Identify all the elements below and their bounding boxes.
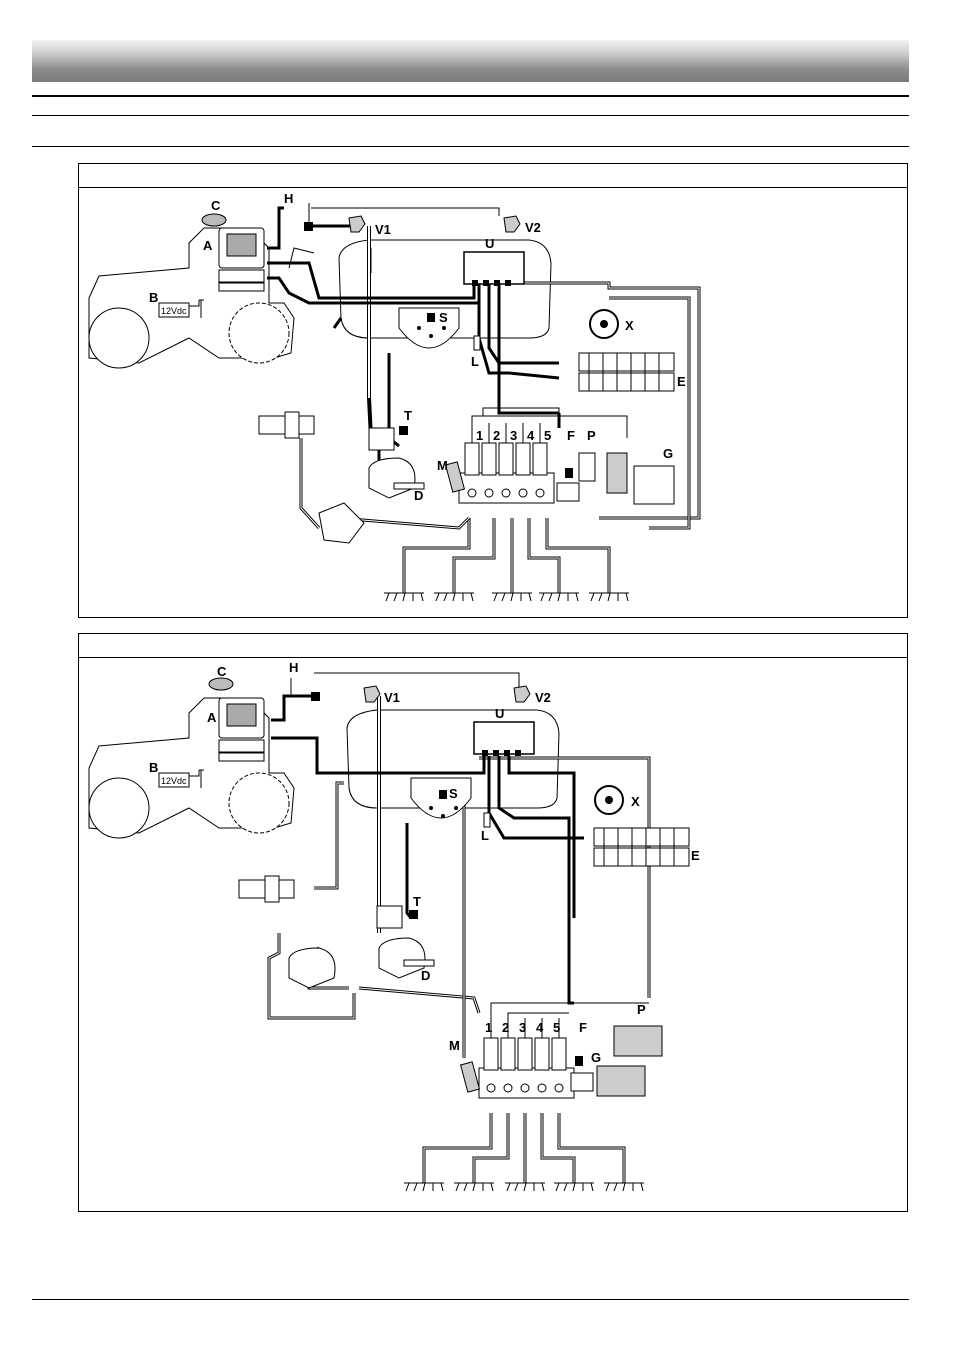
label-l: L [471, 354, 479, 369]
valve-v1-icon [363, 685, 381, 703]
flowmeter [368, 427, 395, 451]
label-a: A [207, 710, 217, 725]
label-battery: 12Vdc [161, 306, 187, 316]
label-c: C [211, 198, 221, 213]
tractor-front-wheel [228, 772, 290, 834]
label-2: 2 [502, 1020, 509, 1035]
pump-d-icon [378, 937, 426, 979]
label-t: T [413, 894, 421, 909]
main-valve-g [633, 465, 675, 505]
label-v2: V2 [525, 220, 541, 235]
label-3: 3 [519, 1020, 526, 1035]
top-rule [32, 95, 909, 97]
label-m: M [437, 458, 448, 473]
upper-rule [32, 115, 909, 116]
label-t: T [404, 408, 412, 423]
valve-v2-icon [513, 685, 531, 703]
footer-rule [32, 1299, 909, 1300]
label-m: M [449, 1038, 460, 1053]
label-s: S [439, 310, 448, 325]
label-h: H [284, 191, 293, 206]
flowmeter [376, 905, 403, 929]
label-4: 4 [536, 1020, 544, 1035]
wiring-diagram-2: C A B 12Vdc H V1 V2 U S L X E T D M 1 2 … [88, 660, 700, 1192]
valve-bank-e [593, 827, 690, 867]
label-g: G [663, 446, 673, 461]
label-v1: V1 [384, 690, 400, 705]
label-c: C [217, 664, 227, 679]
flow-unit-f [570, 1072, 594, 1092]
label-u: U [495, 706, 504, 721]
label-b: B [149, 290, 158, 305]
label-s: S [449, 786, 458, 801]
label-u: U [485, 236, 494, 251]
flow-unit-f [556, 482, 580, 502]
label-p: P [637, 1002, 646, 1017]
ecu-box [473, 721, 535, 755]
label-d: D [414, 488, 423, 503]
section-valves [458, 442, 555, 504]
label-5: 5 [544, 428, 551, 443]
label-a: A [203, 238, 213, 253]
label-4: 4 [527, 428, 535, 443]
panel-title-bar-1 [79, 164, 907, 188]
gps-antenna [201, 213, 227, 227]
motor-valve-p [613, 1025, 663, 1057]
valve-v1-icon [348, 215, 366, 233]
diagram-panel-2: C A B 12Vdc H V1 V2 U S L X E T D M 1 2 … [78, 633, 908, 1212]
label-d: D [421, 968, 430, 983]
label-1: 1 [485, 1020, 492, 1035]
pump-2-icon [288, 947, 336, 989]
nozzles [404, 1182, 644, 1192]
tractor-rear-wheel [88, 777, 150, 839]
label-e: E [691, 848, 700, 863]
valve-v2-icon [503, 215, 521, 233]
label-g: G [591, 1050, 601, 1065]
label-e: E [677, 374, 686, 389]
label-1: 1 [476, 428, 483, 443]
section-rule [32, 146, 909, 147]
tractor-rear-wheel [88, 307, 150, 369]
pump-d-icon [368, 457, 416, 499]
tractor-front-wheel [228, 302, 290, 364]
label-x: X [631, 794, 640, 809]
label-f: F [567, 428, 575, 443]
section-valves [478, 1037, 575, 1099]
label-v1: V1 [375, 222, 391, 237]
nozzles [384, 592, 629, 602]
wiring-diagram-1: C A B 12Vdc H V1 V2 U S L X E T D M 1 2 … [88, 191, 701, 602]
distributor-icon [318, 502, 365, 544]
panel-title-bar-2 [79, 634, 907, 658]
pressure-valve-p [578, 452, 596, 482]
label-battery: 12Vdc [161, 776, 187, 786]
label-f: F [579, 1020, 587, 1035]
diagram-panel-1: C A B 12Vdc H V1 V2 U S L X E T D M 1 2 … [78, 163, 908, 618]
label-2: 2 [493, 428, 500, 443]
label-3: 3 [510, 428, 517, 443]
label-b: B [149, 760, 158, 775]
label-5: 5 [553, 1020, 560, 1035]
main-valve-g [596, 1065, 646, 1097]
label-l: L [481, 828, 489, 843]
ecu-box [463, 251, 525, 285]
control-monitor [218, 227, 265, 292]
header-bar [32, 40, 909, 82]
battery-icon [158, 302, 190, 318]
label-x: X [625, 318, 634, 333]
label-p: P [587, 428, 596, 443]
label-h: H [289, 660, 298, 675]
battery-icon [158, 772, 190, 788]
valve-bank-e [578, 352, 675, 392]
gps-antenna [208, 677, 234, 691]
label-v2: V2 [535, 690, 551, 705]
